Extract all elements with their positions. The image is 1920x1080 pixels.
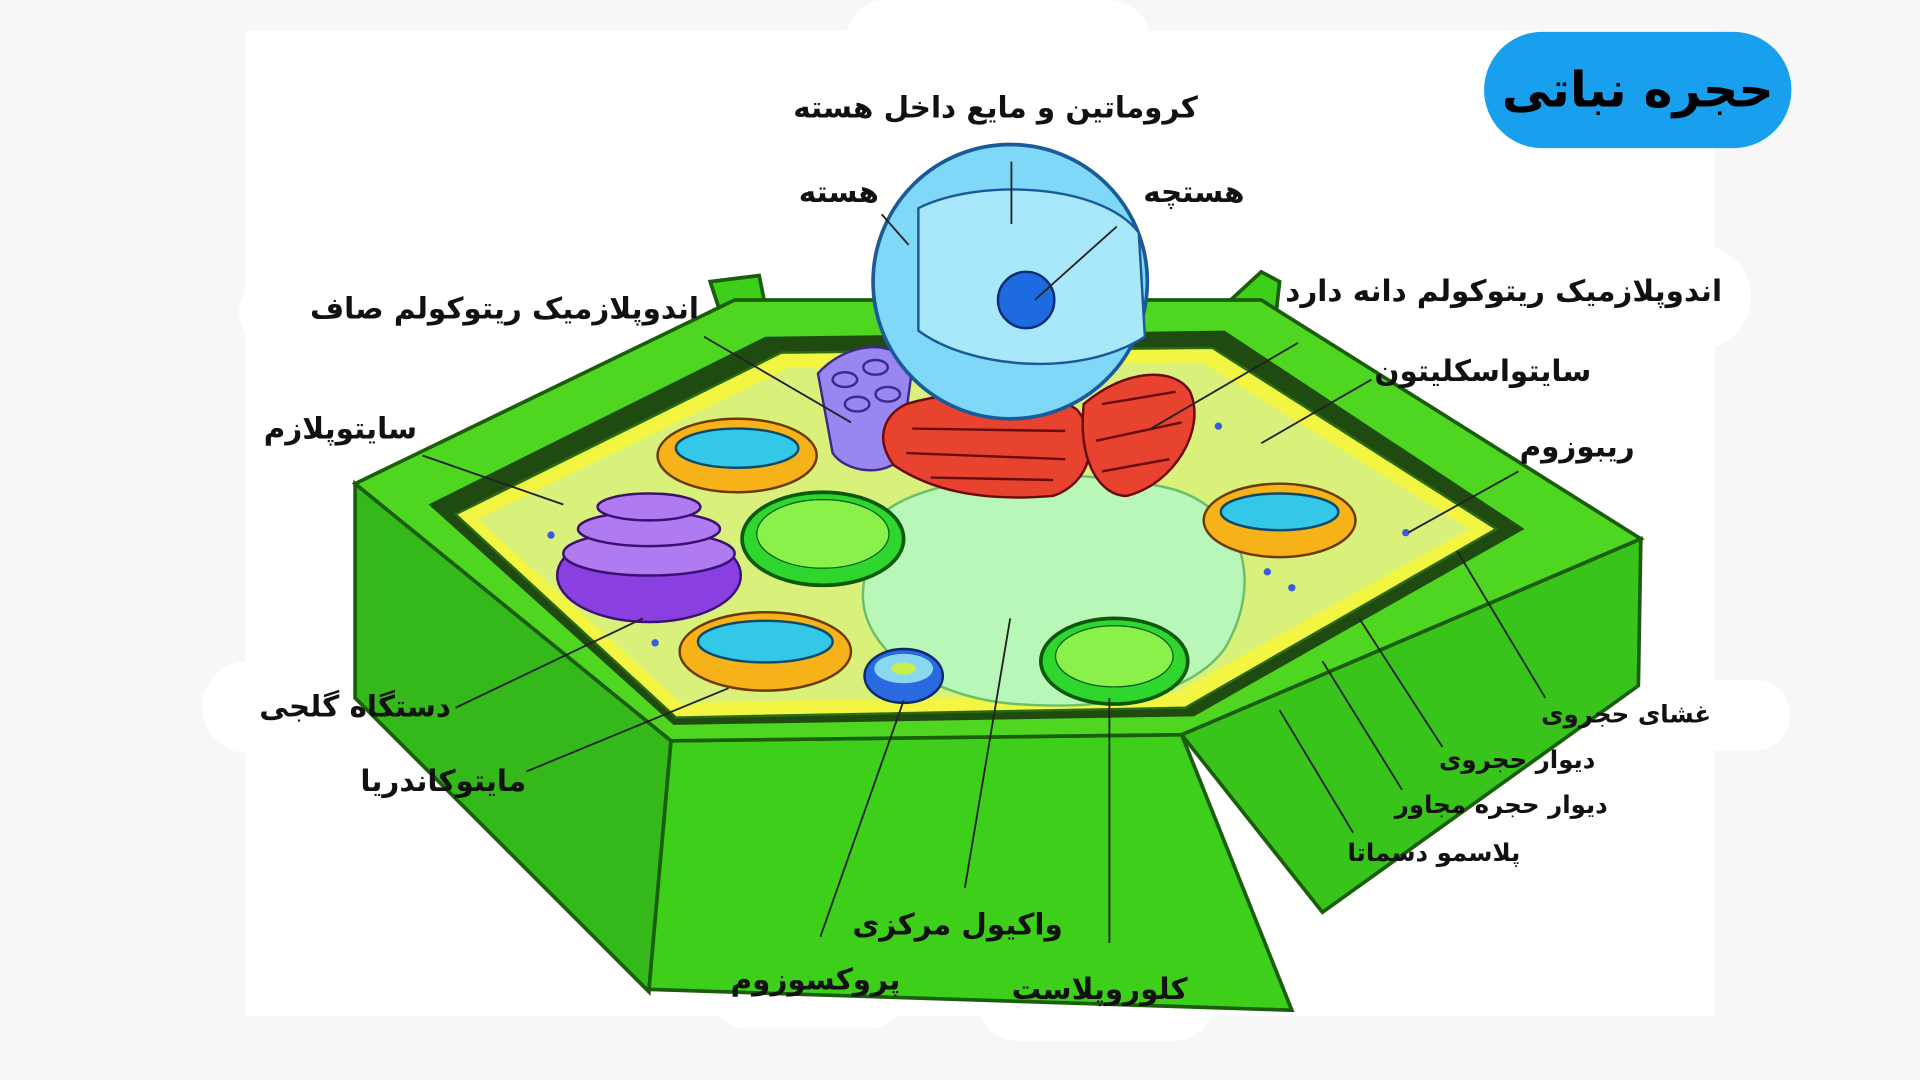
- ribosomes: [547, 422, 1410, 647]
- label-cell-membrane: غشای حجروی: [1541, 699, 1712, 729]
- leader-lines: [422, 161, 1547, 943]
- label-chloroplast: کلوروپلاست: [1011, 972, 1188, 1007]
- label-cytoskeleton: سایتواسکلیتون: [1374, 353, 1592, 389]
- mitochondrion: [1202, 482, 1357, 559]
- label-mitochondria: مایتوکاندریا: [360, 764, 527, 799]
- golgi-apparatus: [555, 492, 743, 624]
- label-cytoplasm: سایتوپلازم: [263, 411, 418, 446]
- chloroplast: [1038, 616, 1190, 706]
- label-vacuole: واکیول مرکزی: [852, 907, 1063, 942]
- nucleus: [871, 142, 1150, 421]
- chloroplast: [740, 490, 906, 588]
- mitochondrion: [678, 611, 853, 692]
- label-smooth-er: اندوپلازمیک ریتوکولم صاف: [310, 291, 699, 326]
- label-adjacent-wall: دیوار حجره مجاور: [1394, 789, 1608, 820]
- label-nucleus: هسته: [798, 175, 879, 210]
- label-backdrop: [1273, 244, 1752, 349]
- label-backdrop: [844, 0, 1152, 86]
- label-rough-er: اندوپلازمیک ریتوکولم دانه دارد: [1285, 274, 1723, 309]
- label-chromatin: کروماتین و مایع داخل هسته: [793, 90, 1198, 125]
- label-cell-wall: دیوار حجروی: [1438, 744, 1596, 774]
- mitochondrion: [656, 417, 818, 494]
- label-backdrop: [238, 275, 717, 349]
- label-nucleolus: هستچه: [1143, 175, 1245, 210]
- label-plasmodesmata: پلاسمو دسماتا: [1347, 837, 1521, 867]
- nucleolus: [996, 270, 1056, 330]
- title-badge: حجره نباتی: [1484, 31, 1792, 149]
- label-golgi: دستگاه گلجی: [259, 689, 451, 724]
- rough-er: [881, 373, 1196, 499]
- label-peroxisome: پروکسوزوم: [730, 962, 901, 997]
- peroxisome: [863, 647, 945, 705]
- label-ribosome: ریبوزوم: [1519, 429, 1635, 465]
